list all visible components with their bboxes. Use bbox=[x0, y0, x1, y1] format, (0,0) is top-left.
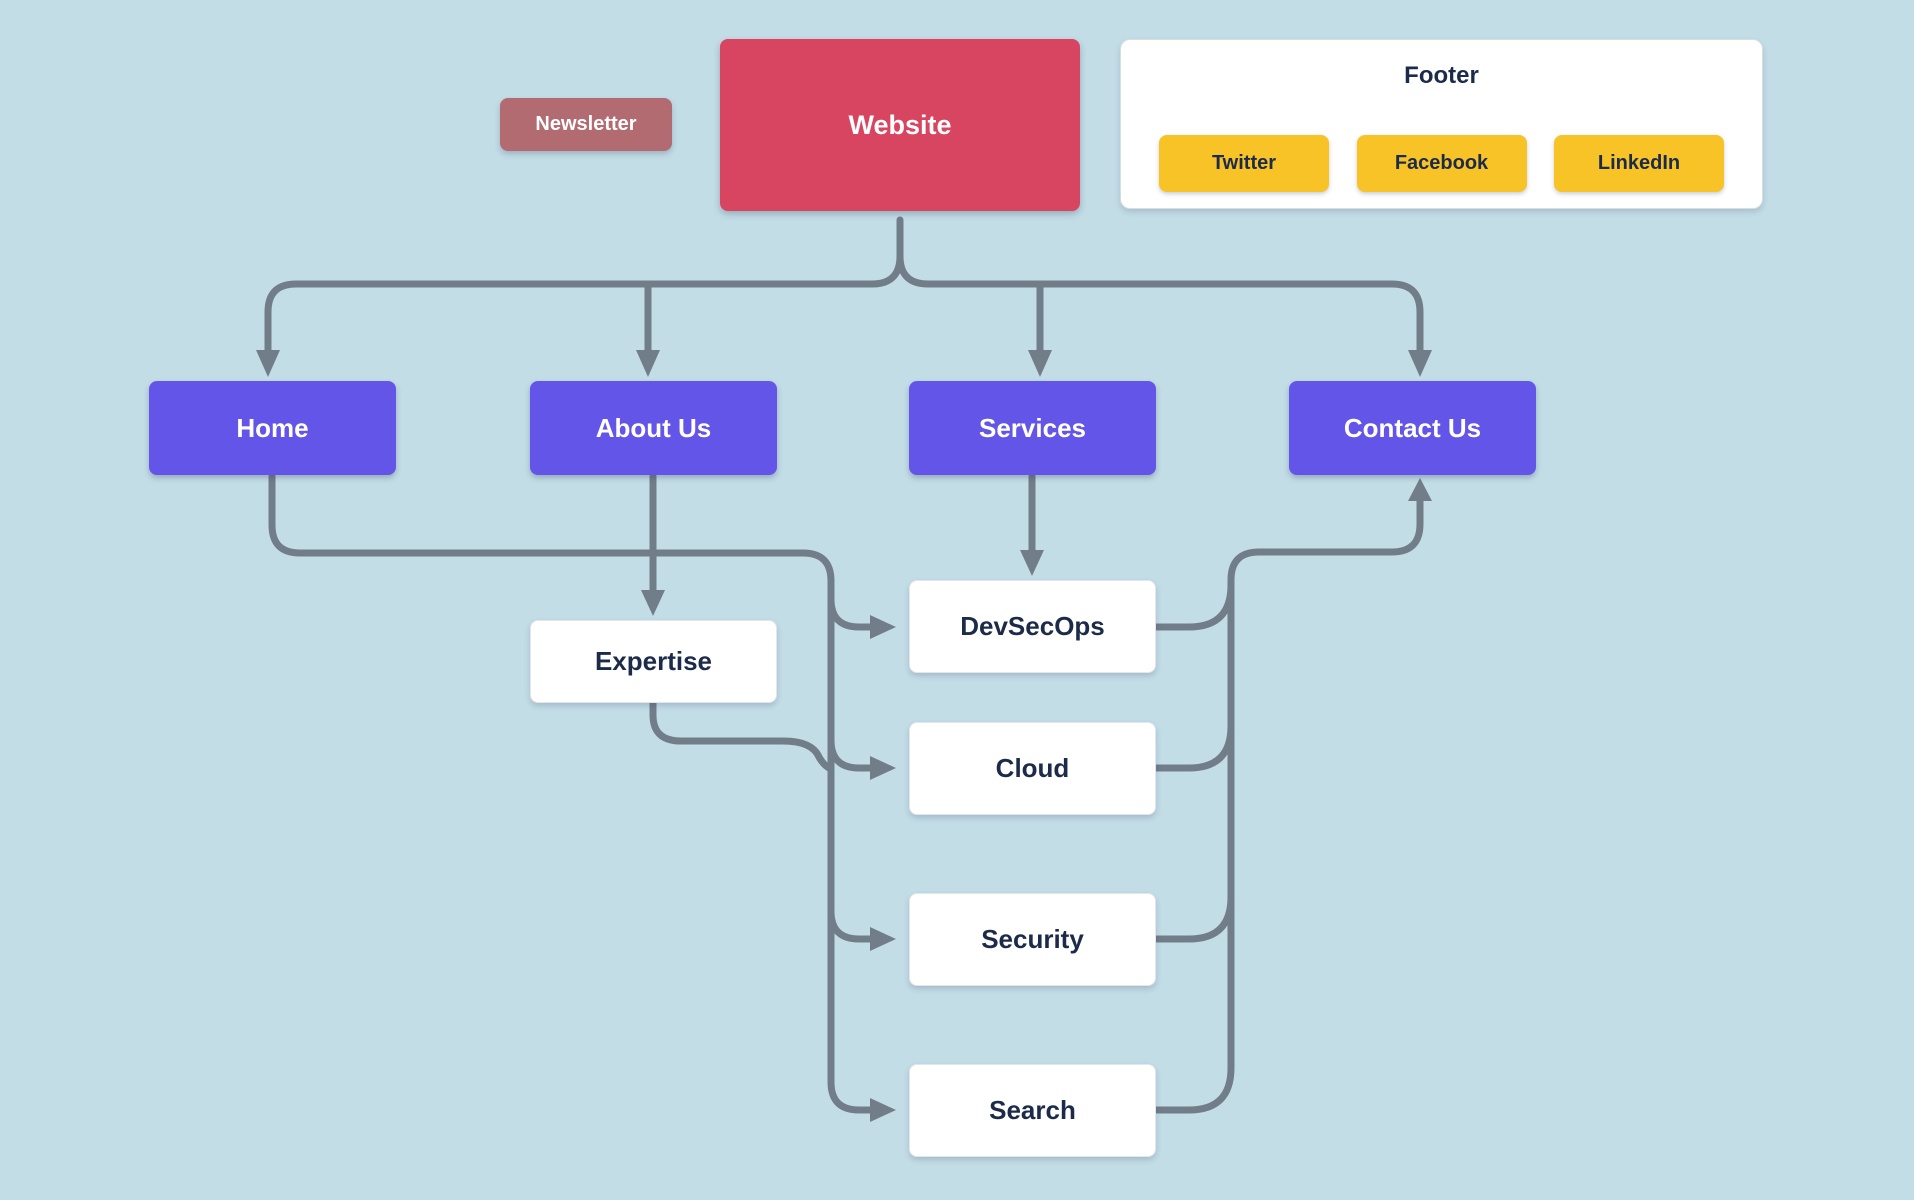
facebook-button[interactable]: Facebook bbox=[1356, 135, 1527, 192]
footer-card: Footer Twitter Facebook LinkedIn bbox=[1120, 39, 1763, 209]
node-search[interactable]: Search bbox=[909, 1064, 1156, 1157]
node-expertise-label: Expertise bbox=[594, 646, 713, 676]
node-cloud[interactable]: Cloud bbox=[909, 722, 1156, 815]
node-services[interactable]: Services bbox=[909, 381, 1156, 475]
node-devsecops-label: DevSecOps bbox=[960, 611, 1105, 641]
facebook-button-label: Facebook bbox=[1394, 152, 1489, 174]
edge-expertise-subpages bbox=[649, 699, 835, 773]
node-cloud-label: Cloud bbox=[995, 753, 1070, 783]
edge-website-contact-us bbox=[896, 252, 1432, 377]
node-about-us-label: About Us bbox=[595, 412, 712, 443]
node-security[interactable]: Security bbox=[909, 893, 1156, 986]
node-search-label: Search bbox=[989, 1095, 1076, 1125]
footer-buttons-row: Twitter Facebook LinkedIn bbox=[1159, 135, 1724, 192]
node-home-label: Home bbox=[236, 412, 309, 443]
edge-subpages-contact-us bbox=[1153, 478, 1432, 1114]
footer-title: Footer bbox=[1404, 62, 1479, 89]
edge-website-home bbox=[256, 216, 904, 377]
edge-website-about-us bbox=[636, 280, 660, 377]
node-home[interactable]: Home bbox=[149, 381, 396, 475]
linkedin-button[interactable]: LinkedIn bbox=[1554, 135, 1724, 192]
edge-home-subpages bbox=[268, 472, 896, 1122]
node-security-label: Security bbox=[981, 924, 1084, 954]
twitter-button[interactable]: Twitter bbox=[1159, 135, 1329, 192]
node-services-label: Services bbox=[979, 412, 1086, 443]
edge-website-services bbox=[1028, 280, 1052, 377]
node-newsletter[interactable]: Newsletter bbox=[500, 98, 672, 151]
node-website-label: Website bbox=[848, 109, 952, 140]
node-expertise[interactable]: Expertise bbox=[530, 620, 777, 703]
node-devsecops[interactable]: DevSecOps bbox=[909, 580, 1156, 673]
twitter-button-label: Twitter bbox=[1211, 152, 1277, 174]
node-about-us[interactable]: About Us bbox=[530, 381, 777, 475]
edge-services-devsecops bbox=[1020, 472, 1044, 576]
node-contact-us-label: Contact Us bbox=[1343, 412, 1482, 443]
edge-about-us-expertise bbox=[641, 472, 665, 616]
node-newsletter-label: Newsletter bbox=[535, 113, 637, 135]
node-website[interactable]: Website bbox=[720, 39, 1080, 211]
node-contact-us[interactable]: Contact Us bbox=[1289, 381, 1536, 475]
linkedin-button-label: LinkedIn bbox=[1597, 152, 1681, 174]
